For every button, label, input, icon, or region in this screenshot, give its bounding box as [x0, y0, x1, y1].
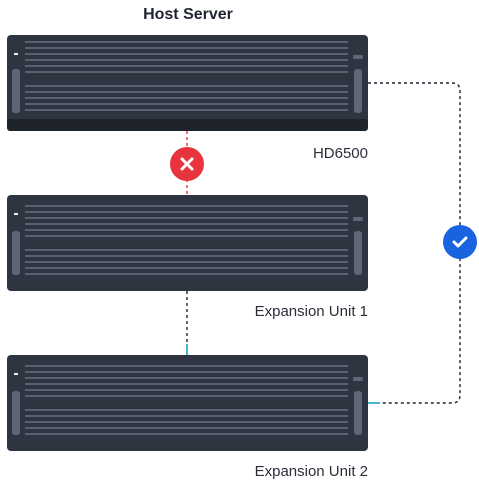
- check-icon: [443, 225, 477, 259]
- left-handle: [12, 69, 20, 113]
- vent-grille: [25, 365, 348, 435]
- vent-grille: [25, 205, 348, 275]
- unit-label-expansion-unit-1: Expansion Unit 1: [254, 303, 368, 320]
- right-indicator: [353, 217, 363, 221]
- right-handle: [354, 231, 362, 275]
- unit-label-expansion-unit-2: Expansion Unit 2: [254, 463, 368, 480]
- right-handle: [354, 69, 362, 113]
- right-handle: [354, 391, 362, 435]
- vent-grille: [25, 41, 348, 111]
- status-led: [14, 53, 18, 55]
- left-handle: [12, 391, 20, 435]
- right-indicator: [353, 377, 363, 381]
- left-handle: [12, 231, 20, 275]
- status-led: [14, 373, 18, 375]
- server-chassis-host: [7, 35, 368, 131]
- status-led: [14, 213, 18, 215]
- server-chassis-unit2: [7, 355, 368, 451]
- error-x-icon: [170, 147, 204, 181]
- right-indicator: [353, 55, 363, 59]
- host-server-title: Host Server: [143, 6, 233, 23]
- server-chassis-unit1: [7, 195, 368, 291]
- unit-label-hd6500: HD6500: [312, 145, 368, 162]
